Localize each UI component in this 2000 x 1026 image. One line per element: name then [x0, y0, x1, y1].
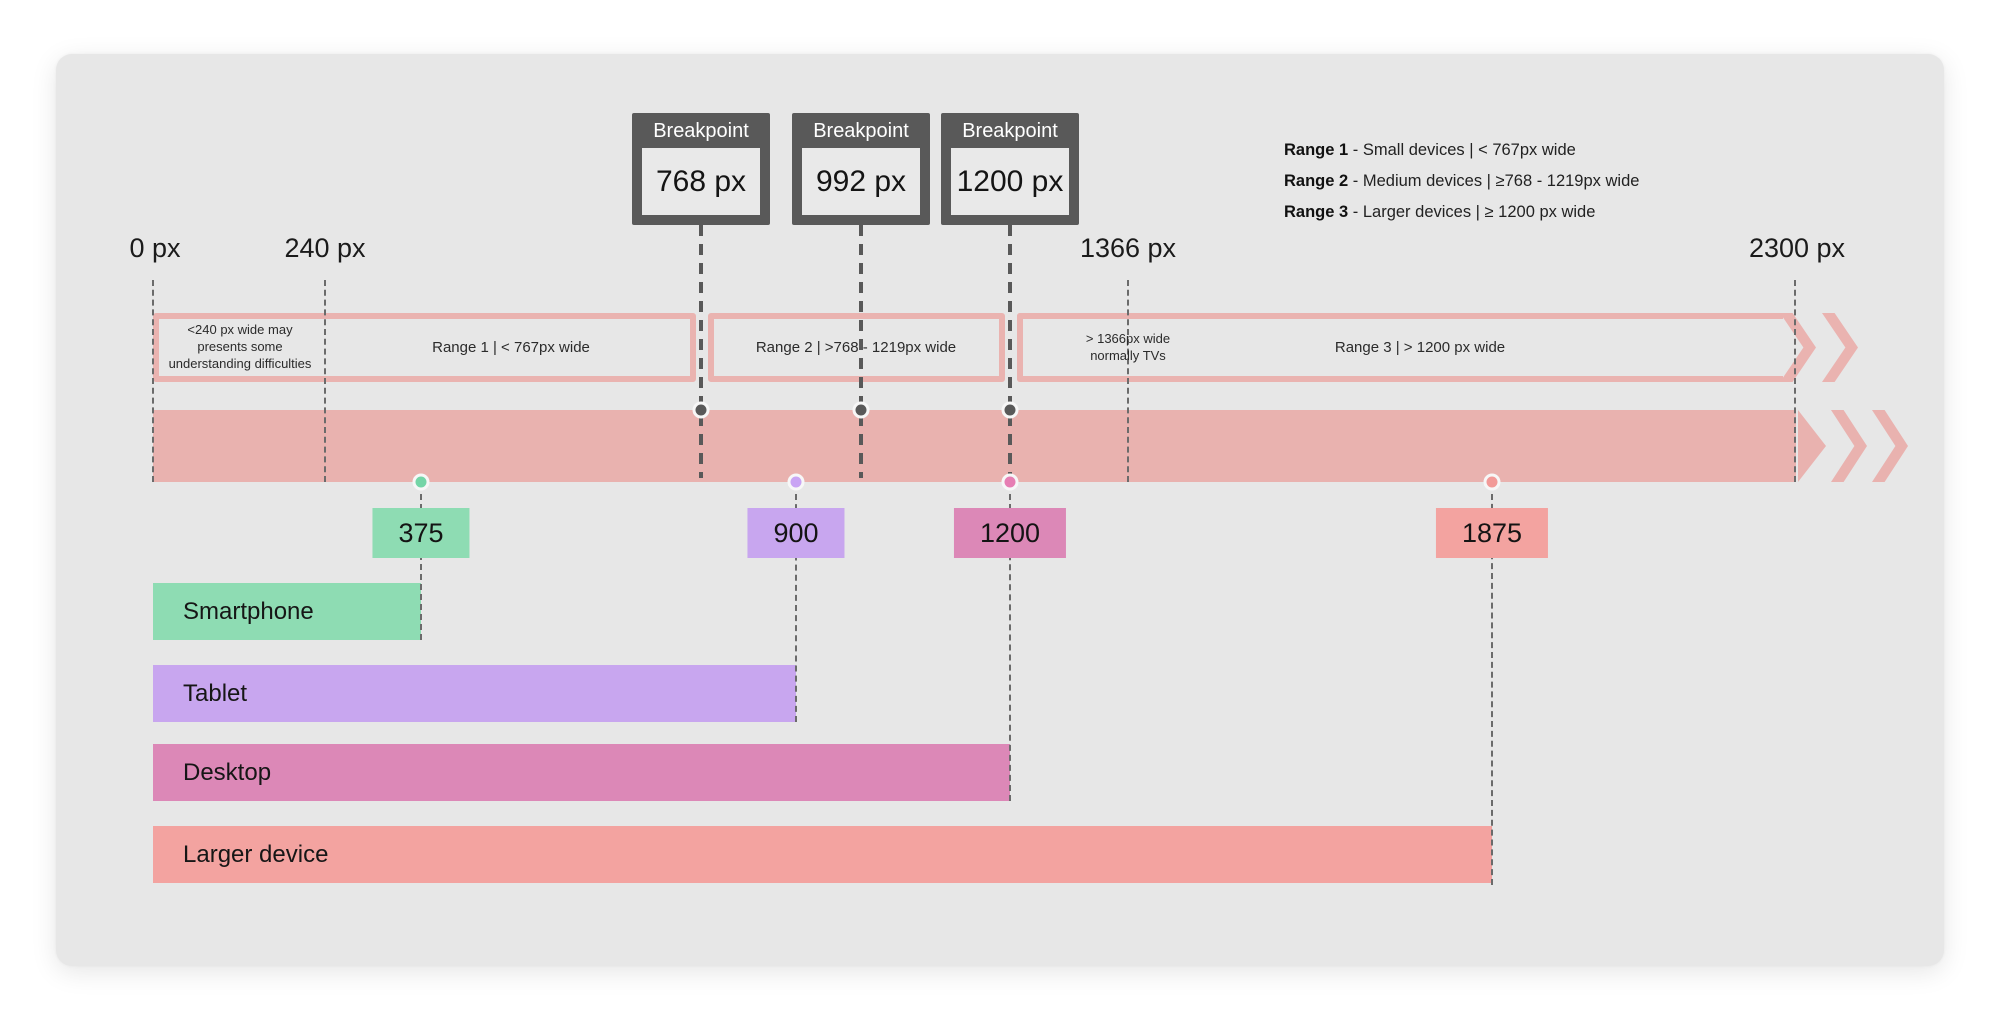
- breakpoint-title: Breakpoint: [962, 120, 1058, 142]
- breakpoint-callout-992: Breakpoint 992 px: [792, 113, 930, 225]
- breakpoint-callout-1200: Breakpoint 1200 px: [941, 113, 1079, 225]
- device-bar-desktop: Desktop: [153, 744, 1010, 801]
- device-bar-larger-device: Larger device: [153, 826, 1492, 883]
- axis-label-0px: 0 px: [129, 233, 181, 263]
- range-legend: Range 1 - Small devices | < 767px wide R…: [1284, 141, 1639, 234]
- gridline-0px: [152, 280, 154, 482]
- value-badge-1200: 1200: [953, 508, 1067, 558]
- marker-dot-900: [787, 473, 805, 491]
- breakpoint-value: 992 px: [802, 148, 920, 215]
- legend-range1-desc: - Small devices | < 767px wide: [1352, 141, 1576, 159]
- gridline-1875: [1491, 494, 1493, 885]
- gridline-375: [420, 494, 422, 640]
- marker-dot-1875: [1483, 473, 1501, 491]
- gridline-1200: [1009, 494, 1011, 801]
- legend-row-range3: Range 3 - Larger devices | ≥ 1200 px wid…: [1284, 203, 1639, 222]
- breakpoint-dot-992: [852, 401, 870, 419]
- legend-row-range1: Range 1 - Small devices | < 767px wide: [1284, 141, 1639, 160]
- breakpoint-line-992: [859, 225, 863, 478]
- axis-label-2300px: 2300 px: [1748, 233, 1846, 263]
- legend-range2-name: Range 2: [1284, 172, 1349, 190]
- gridline-240px: [324, 280, 326, 482]
- breakpoint-value: 1200 px: [951, 148, 1069, 215]
- legend-row-range2: Range 2 - Medium devices | ≥768 - 1219px…: [1284, 172, 1639, 191]
- breakpoint-line-768: [699, 225, 703, 478]
- breakpoint-callout-768: Breakpoint 768 px: [632, 113, 770, 225]
- legend-range3-name: Range 3: [1284, 203, 1349, 221]
- breakpoint-value: 768 px: [642, 148, 760, 215]
- range-box-3: [1017, 313, 1783, 382]
- breakpoint-dot-768: [692, 401, 710, 419]
- value-badge-1875: 1875: [1435, 508, 1549, 558]
- axis-label-240px: 240 px: [284, 233, 366, 263]
- range-note-tv: > 1366px wide normally TVs: [1085, 331, 1171, 363]
- marker-dot-1200: [1001, 473, 1019, 491]
- range-box-1: [153, 313, 696, 382]
- legend-range1-name: Range 1: [1284, 141, 1349, 159]
- legend-range3-desc: - Larger devices | ≥ 1200 px wide: [1352, 203, 1596, 221]
- gridline-2300px: [1794, 280, 1796, 482]
- range2-label: Range 2 | >768 - 1219px wide: [755, 339, 957, 356]
- breakpoint-dot-1200: [1001, 401, 1019, 419]
- device-bar-smartphone: Smartphone: [153, 583, 421, 640]
- value-badge-375: 375: [372, 508, 470, 558]
- breakpoint-title: Breakpoint: [813, 120, 909, 142]
- range-box-2: [708, 313, 1005, 382]
- breakpoint-line-1200: [1008, 225, 1012, 478]
- value-badge-900: 900: [747, 508, 845, 558]
- marker-dot-375: [412, 473, 430, 491]
- gridline-900: [795, 494, 797, 722]
- legend-range2-desc: - Medium devices | ≥768 - 1219px wide: [1352, 172, 1640, 190]
- range3-label: Range 3 | > 1200 px wide: [1334, 339, 1506, 356]
- axis-label-1366px: 1366 px: [1079, 233, 1177, 263]
- device-bar-tablet: Tablet: [153, 665, 796, 722]
- gridline-1366px: [1127, 280, 1129, 482]
- breakpoint-title: Breakpoint: [653, 120, 749, 142]
- range1-label: Range 1 | < 767px wide: [432, 339, 590, 356]
- range-note-under-240: <240 px wide may presents some understan…: [168, 322, 312, 371]
- scale-bar: [153, 410, 1796, 482]
